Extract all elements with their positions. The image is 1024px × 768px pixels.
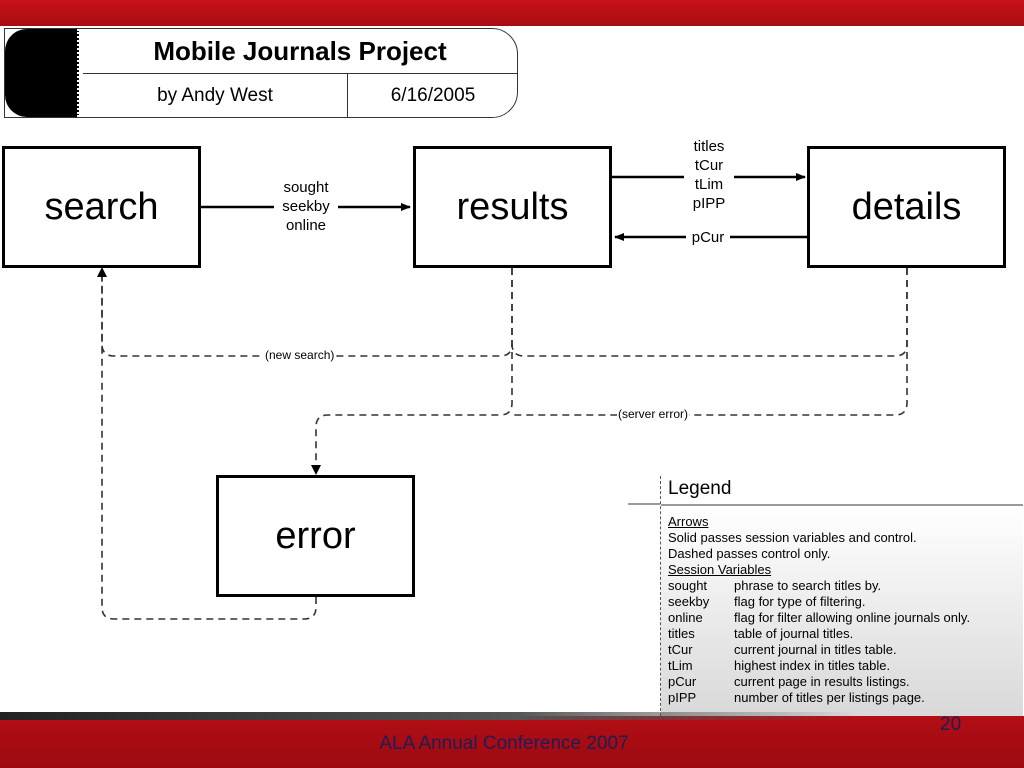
label-tlim: tLim — [694, 176, 724, 193]
title-tab-divider — [77, 29, 83, 117]
label-seekby: seekby — [282, 198, 330, 215]
edge-label-server-error: (server error) — [617, 407, 690, 421]
var-desc: table of journal titles. — [734, 626, 854, 641]
edge-new-search-arrowhead — [97, 267, 107, 277]
var-desc: flag for type of filtering. — [734, 594, 866, 609]
var-desc: highest index in titles table. — [734, 658, 891, 673]
legend-var-row: tCur current journal in titles table. — [668, 642, 897, 658]
legend-var-row: online flag for filter allowing online jo… — [668, 610, 970, 626]
node-results: results — [413, 146, 612, 268]
node-search: search — [2, 146, 201, 268]
bottom-banner-shade — [0, 712, 860, 720]
legend-dashed: Dashed passes control only. — [668, 546, 831, 561]
edge-label-new-search: (new search) — [264, 348, 336, 362]
legend-arrows-heading: Arrows — [668, 514, 709, 529]
var-name: online — [668, 610, 703, 625]
var-name: pCur — [668, 674, 697, 689]
var-desc: number of titles per listings page. — [734, 690, 925, 705]
footer-text: ALA Annual Conference 2007 — [379, 733, 629, 754]
edge-server-error-arrowhead — [311, 465, 321, 475]
legend-var-row: titles table of journal titles. — [668, 626, 853, 642]
page-title: Mobile Journals Project — [83, 29, 517, 74]
var-desc: current journal in titles table. — [734, 642, 897, 657]
edge-label-results-details: titles tCur tLim pIPP — [684, 137, 734, 213]
label-sought: sought — [283, 179, 329, 196]
var-desc: flag for filter allowing online journals… — [734, 610, 971, 625]
date-label: 6/16/2005 — [390, 85, 476, 106]
var-name: sought — [668, 578, 708, 593]
edge-details-new-search — [511, 268, 908, 357]
title-tab — [5, 29, 79, 117]
edge-results-server-error — [315, 268, 513, 472]
edge-results-new-search — [101, 268, 513, 357]
node-error: error — [216, 475, 415, 597]
top-banner — [0, 0, 1024, 26]
var-name: titles — [668, 626, 695, 641]
var-name: tCur — [668, 642, 693, 657]
label-titles: titles — [693, 138, 725, 155]
var-name: seekby — [668, 594, 710, 609]
legend-session-heading: Session Variables — [668, 562, 772, 577]
var-desc: phrase to search titles by. — [734, 578, 882, 593]
page-number: 20 — [940, 714, 962, 735]
legend-rule — [628, 503, 662, 505]
label-pipp: pIPP — [692, 195, 726, 212]
author-label: by Andy West — [83, 74, 348, 117]
legend-title: Legend — [668, 478, 732, 499]
legend: Legend Arrows Solid passes session varia… — [660, 476, 1024, 718]
legend-var-row: pIPP number of titles per listings page. — [668, 690, 925, 706]
bottom-banner — [0, 716, 1024, 768]
var-name: pIPP — [668, 690, 697, 705]
edge-error-search — [101, 272, 317, 620]
legend-var-row: sought phrase to search titles by. — [668, 578, 881, 594]
label-tcur: tCur — [694, 157, 724, 174]
edge-label-search-results: sought seekby online — [274, 178, 338, 235]
edge-details-server-error — [512, 268, 908, 416]
legend-var-row: seekby flag for type of filtering. — [668, 594, 866, 610]
node-details: details — [807, 146, 1006, 268]
legend-var-row: tLim highest index in titles table. — [668, 658, 890, 674]
legend-solid: Solid passes session variables and contr… — [668, 530, 917, 545]
legend-body: Arrows Solid passes session variables an… — [661, 504, 1023, 718]
var-desc: current page in results listings. — [734, 674, 910, 689]
var-name: tLim — [668, 658, 693, 673]
edge-label-pcur: pCur — [686, 228, 730, 247]
legend-var-row: pCur current page in results listings. — [668, 674, 910, 690]
title-block: Mobile Journals Project by Andy West 6/1… — [4, 28, 518, 118]
label-online: online — [285, 217, 327, 234]
